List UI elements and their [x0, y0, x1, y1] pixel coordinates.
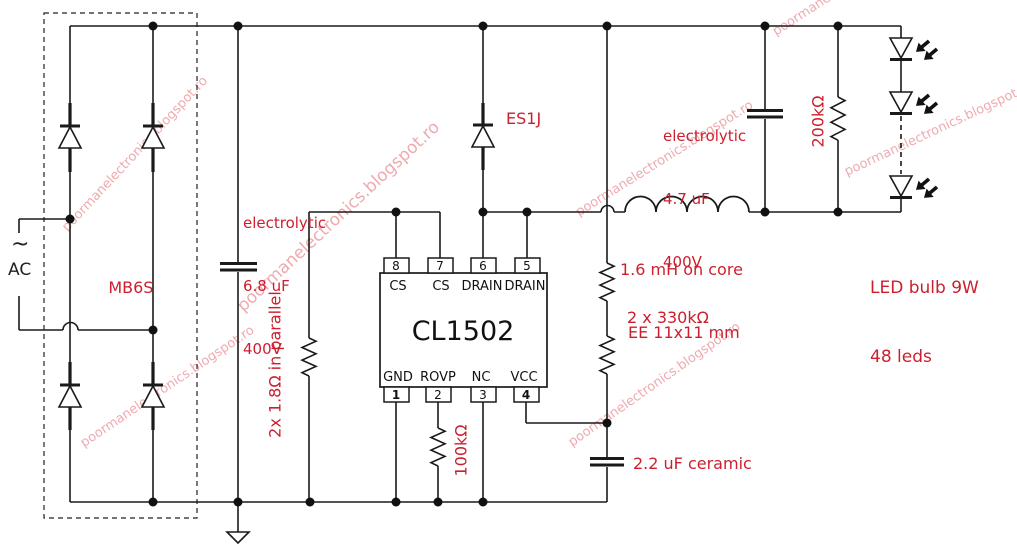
bleeder-resistor-200k [829, 96, 847, 141]
pin-number: 3 [479, 388, 487, 402]
cs-wire [309, 211, 441, 258]
ac-terminal-top-wire [18, 218, 70, 233]
ac-label: AC [8, 260, 32, 280]
pin-box-3 [470, 386, 497, 403]
led-string [888, 26, 939, 212]
bulk-capacitor [220, 262, 257, 272]
bulk-cap-label: electrolytic 6.8 uF 400V [243, 171, 326, 402]
pin-box-8 [383, 257, 410, 274]
divider-resistor-330k-1 [598, 262, 616, 302]
ic-body [379, 272, 548, 388]
inductor [624, 195, 750, 213]
inductor-line2: EE 11x11 mm [628, 323, 740, 342]
bridge-diode-top-left [57, 103, 83, 172]
pin-number: 6 [479, 259, 487, 273]
pin-box-7 [427, 257, 454, 274]
pin-number: 8 [392, 259, 400, 273]
pin-number: 2 [434, 388, 442, 402]
bridge-rectifier [57, 103, 166, 430]
pin-number: 7 [436, 259, 444, 273]
out-cap-line3: 400V [663, 253, 702, 271]
ac-source [18, 218, 153, 331]
pin-name-gnd: GND [383, 370, 413, 385]
bridge-outline [43, 12, 198, 519]
pin-name-vcc: VCC [510, 370, 537, 385]
led-bulb-label: LED bulb 9W 48 leds [870, 231, 979, 415]
vcc-cap-label: 2.2 uF ceramic [633, 454, 752, 473]
pin-name-rovp: ROVP [420, 370, 456, 385]
pin-number: 4 [522, 388, 530, 402]
vcc-capacitor [590, 457, 624, 467]
pin-box-4 [513, 386, 540, 403]
ic-cl1502: 8 7 6 5 1 2 3 4 CS CS DRAIN DRAIN GND RO… [379, 257, 548, 403]
bridge-name-text: MB6S [108, 278, 154, 297]
led-emission-arrows [915, 177, 939, 198]
divider-resistor-330k-2 [598, 335, 616, 375]
bulk-cap-line2: 6.8 uF [243, 277, 290, 295]
parallel-resistor-label: 2x 1.8Ω in parallel [265, 291, 285, 438]
pin-name-drain2: DRAIN [505, 279, 546, 294]
divider-resistor-label: 2 x 330kΩ [627, 308, 709, 327]
led-3 [888, 175, 939, 199]
output-cap-label: electrolytic 4.7 uF 400V [663, 84, 746, 315]
bridge-diode-top-right [140, 103, 166, 172]
junction-dots [65, 21, 843, 507]
parallel-resistor-1r8 [300, 337, 318, 377]
led-1 [888, 37, 939, 61]
pin-number: 1 [392, 388, 400, 402]
led-emission-arrows [915, 39, 939, 60]
pin-name-cs2: CS [432, 279, 449, 294]
vcc-wire [525, 402, 607, 424]
inductor-line1: 1.6 mH on core [620, 260, 743, 279]
bleeder-resistor-label: 200kΩ [808, 95, 828, 148]
wires [69, 25, 901, 503]
bulk-cap-line3: 400V [243, 340, 282, 358]
led-emission-arrows [915, 93, 939, 114]
pin-name-cs1: CS [389, 279, 406, 294]
rovp-resistor-label: 100kΩ [451, 424, 471, 477]
bridge-diode-bottom-left [57, 362, 83, 430]
ac-terminal-bottom-wire [18, 296, 153, 331]
es1j-diode [470, 103, 496, 170]
ac-tilde-symbol: ~ [11, 232, 30, 257]
bridge-diode-bottom-right [140, 362, 166, 430]
pin-box-6 [470, 257, 497, 274]
drain-riser-wire [482, 212, 528, 258]
es1j-label: ES1J [506, 109, 542, 128]
drain-wire-with-hop [483, 204, 625, 213]
led-label-line1: LED bulb 9W [870, 278, 979, 298]
pin-name-drain1: DRAIN [462, 279, 503, 294]
ic-part-number: CL1502 [412, 316, 515, 347]
pin-box-5 [514, 257, 541, 274]
led-label-line2: 48 leds [870, 347, 932, 367]
pin-box-2 [425, 386, 452, 403]
bulk-cap-line1: electrolytic [243, 214, 327, 232]
pin-box-1 [383, 386, 410, 403]
inductor-label: 1.6 mH on core EE 11x11 mm [620, 217, 743, 385]
pin-name-nc: NC [472, 370, 491, 385]
rovp-resistor-100k [429, 427, 447, 467]
ground-icon [225, 502, 251, 545]
bottom-pin-wires [395, 402, 484, 502]
pin-number: 5 [523, 259, 531, 273]
output-capacitor [747, 109, 783, 119]
out-cap-line1: electrolytic [663, 127, 747, 145]
bridge-part-label: MB6S [88, 256, 153, 319]
out-cap-line2: 4.7 uF [663, 190, 710, 208]
led-2 [888, 91, 939, 115]
